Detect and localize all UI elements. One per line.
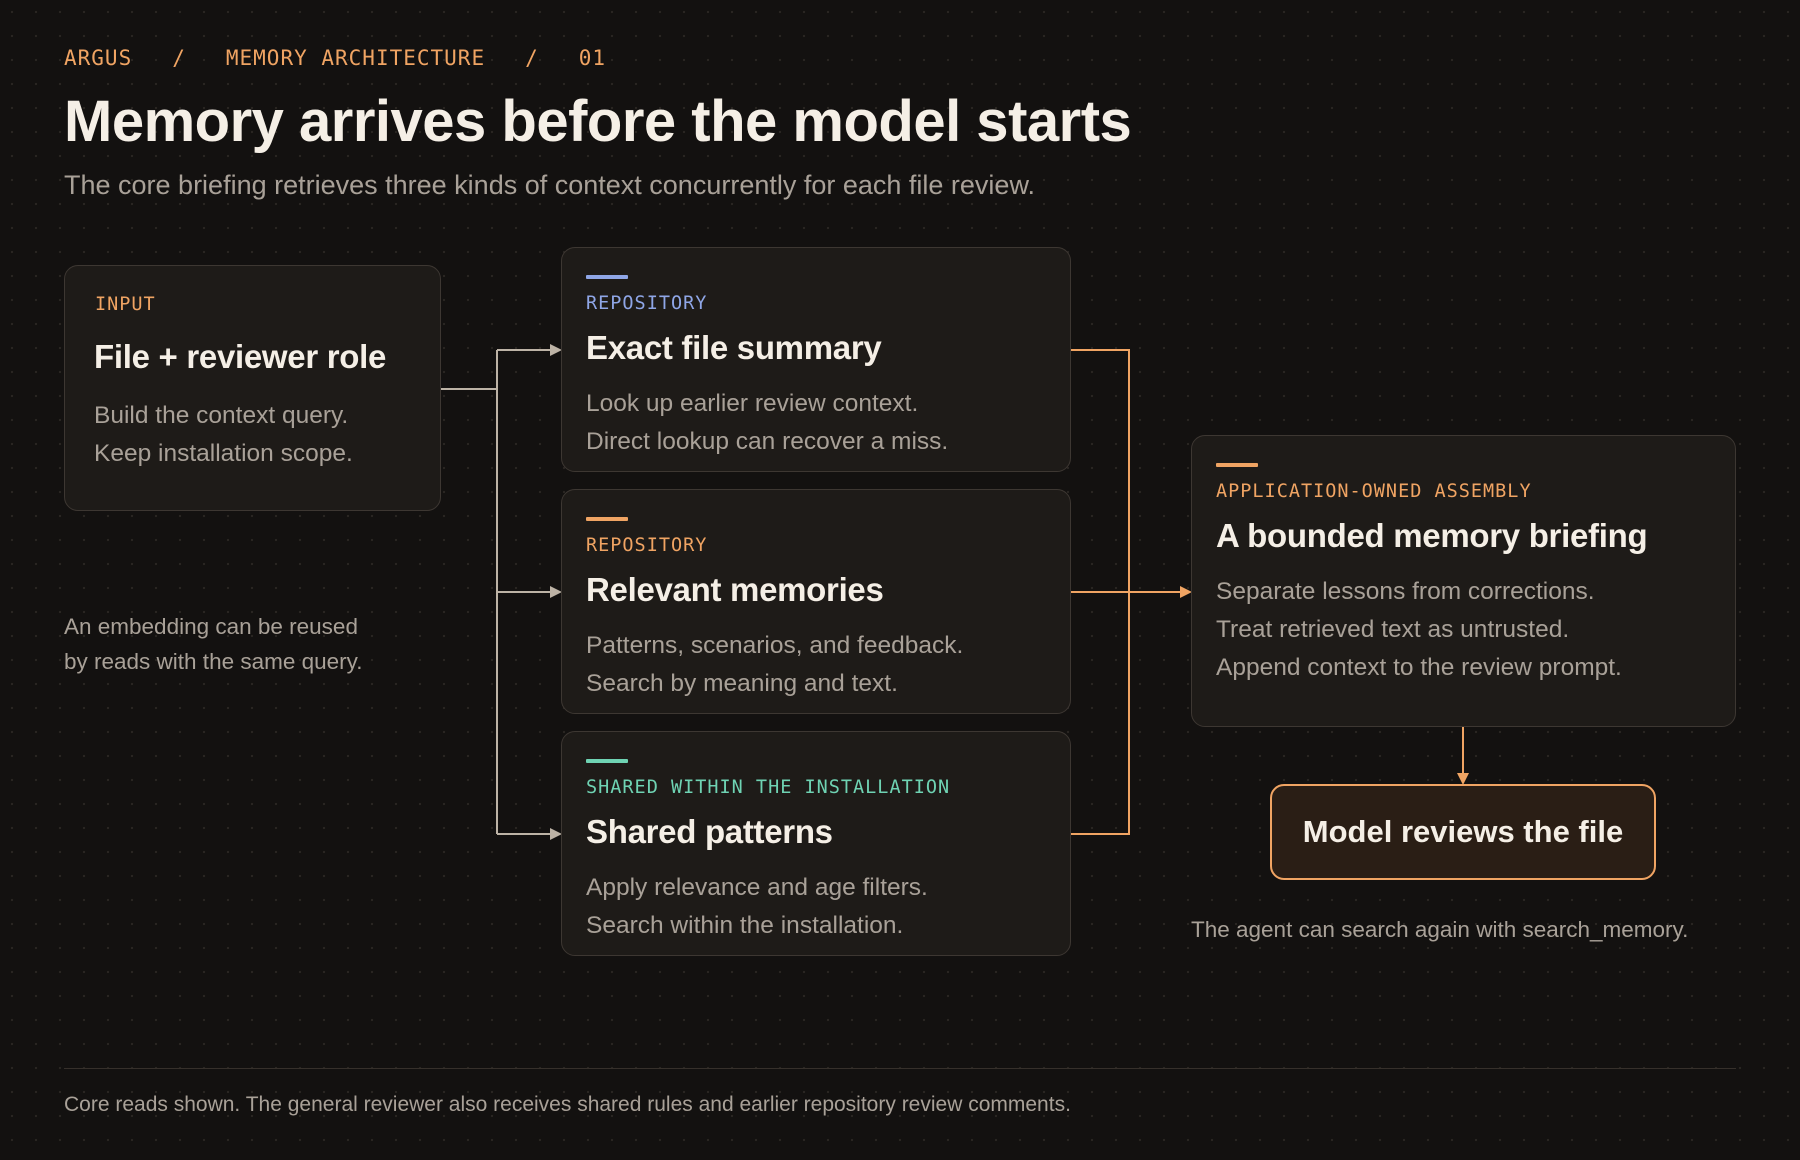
source-card-line-1: Apply relevance and age filters. xyxy=(586,874,928,901)
input-card: INPUT File + reviewer role Build the con… xyxy=(64,265,441,511)
source-card-kicker: REPOSITORY xyxy=(586,293,708,314)
breadcrumb-separator: / xyxy=(172,46,186,70)
source-card-kicker: SHARED WITHIN THE INSTALLATION xyxy=(586,777,951,798)
source-card-line-2: Search by meaning and text. xyxy=(586,670,898,697)
search-memory-note: The agent can search again with search_m… xyxy=(1191,917,1689,942)
source-card-accent xyxy=(586,759,628,763)
breadcrumb-item-argus[interactable]: ARGUS xyxy=(64,46,133,70)
input-card-kicker: INPUT xyxy=(95,294,156,315)
page-title: Memory arrives before the model starts xyxy=(64,89,1132,154)
source-card-exact-file-summary: REPOSITORY Exact file summary Look up ea… xyxy=(561,247,1071,472)
assembly-card-accent xyxy=(1216,463,1258,467)
source-card-title: Relevant memories xyxy=(586,571,884,608)
footnote: Core reads shown. The general reviewer a… xyxy=(64,1093,1071,1116)
input-card-line-1: Build the context query. xyxy=(94,402,349,429)
assembly-card-kicker: APPLICATION-OWNED ASSEMBLY xyxy=(1216,481,1532,502)
assembly-card-line-3: Append context to the review prompt. xyxy=(1216,654,1622,681)
footer-divider xyxy=(64,1068,1736,1069)
source-card-shared-patterns: SHARED WITHIN THE INSTALLATION Shared pa… xyxy=(561,731,1071,956)
input-card-line-2: Keep installation scope. xyxy=(94,440,353,467)
source-card-relevant-memories: REPOSITORY Relevant memories Patterns, s… xyxy=(561,489,1071,714)
source-card-accent xyxy=(586,275,628,279)
source-card-line-1: Look up earlier review context. xyxy=(586,390,919,417)
source-card-accent xyxy=(586,517,628,521)
breadcrumb: ARGUS / MEMORY ARCHITECTURE / 01 xyxy=(64,46,606,70)
source-card-line-2: Direct lookup can recover a miss. xyxy=(586,428,949,455)
embedding-note-line-2: by reads with the same query. xyxy=(64,649,363,674)
assembly-card-line-2: Treat retrieved text as untrusted. xyxy=(1216,616,1570,643)
source-card-line-2: Search within the installation. xyxy=(586,912,904,939)
model-reviews-file-button[interactable]: Model reviews the file xyxy=(1270,784,1656,880)
source-card-title: Shared patterns xyxy=(586,813,833,850)
source-card-line-1: Patterns, scenarios, and feedback. xyxy=(586,632,964,659)
source-card-kicker: REPOSITORY xyxy=(586,535,708,556)
page-subtitle: The core briefing retrieves three kinds … xyxy=(64,170,1035,200)
breadcrumb-item-page-number: 01 xyxy=(578,46,607,70)
assembly-card-line-1: Separate lessons from corrections. xyxy=(1216,578,1595,605)
assembly-card-title: A bounded memory briefing xyxy=(1216,517,1648,554)
source-card-title: Exact file summary xyxy=(586,329,882,366)
input-card-title: File + reviewer role xyxy=(94,338,387,375)
breadcrumb-item-memory-architecture[interactable]: MEMORY ARCHITECTURE xyxy=(225,46,486,70)
embedding-note: An embedding can be reused by reads with… xyxy=(64,609,362,679)
breadcrumb-separator: / xyxy=(525,46,539,70)
assembly-card: APPLICATION-OWNED ASSEMBLY A bounded mem… xyxy=(1191,435,1736,727)
embedding-note-line-1: An embedding can be reused xyxy=(64,614,358,639)
